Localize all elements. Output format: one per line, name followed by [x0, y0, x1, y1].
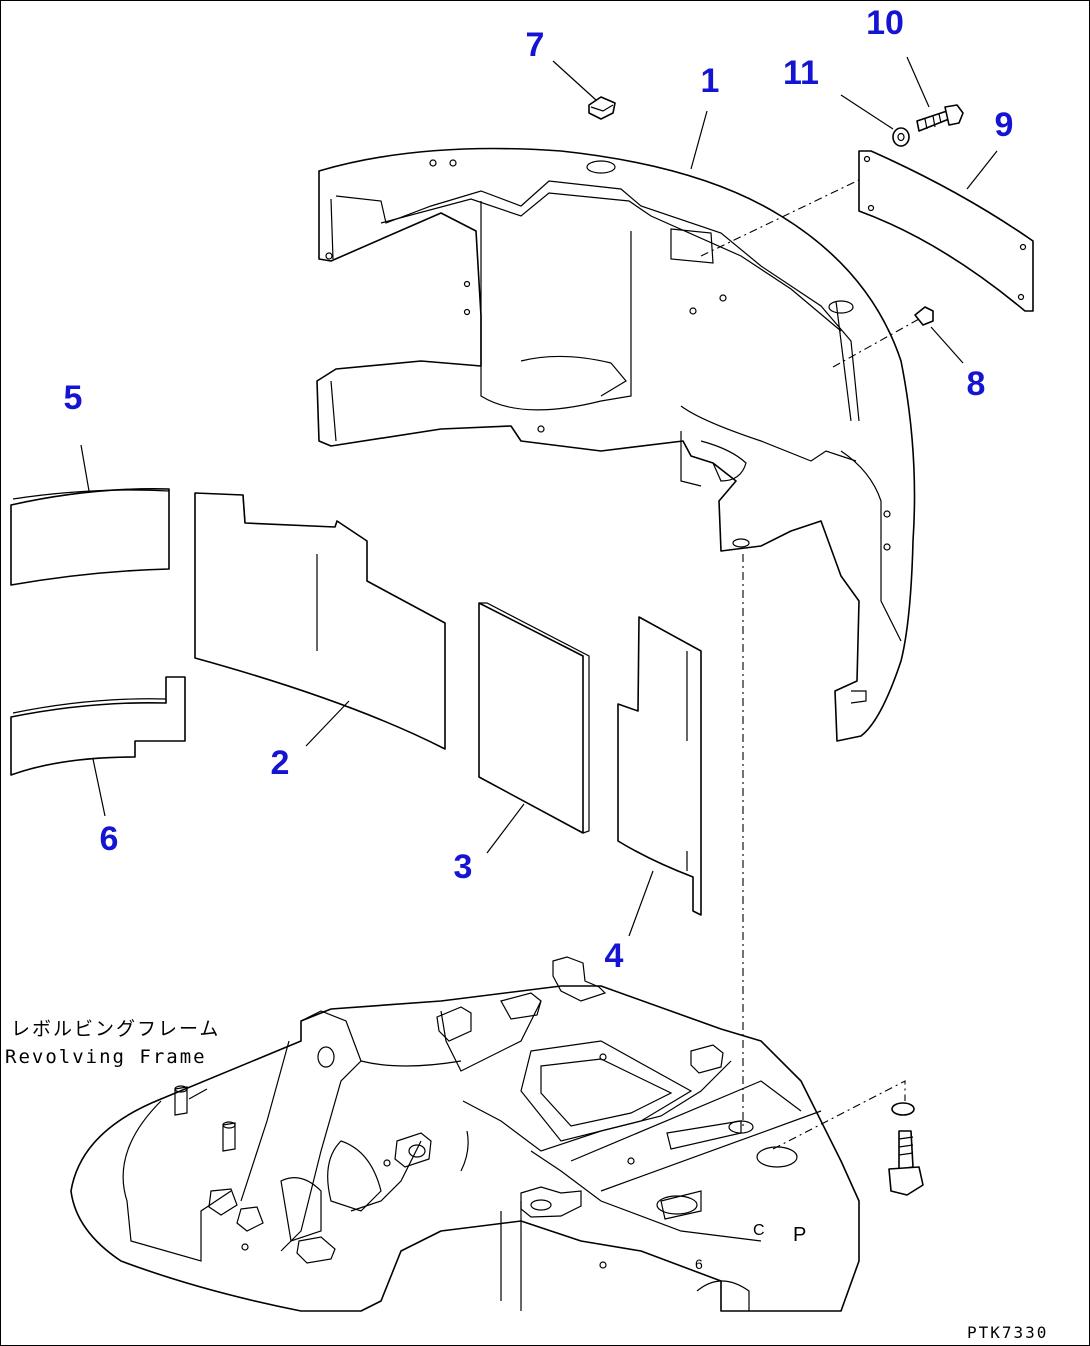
callout-9: 9: [994, 106, 1014, 144]
callout-7: 7: [525, 26, 545, 64]
part-5-panel: [10, 488, 170, 586]
frame-label-english: Revolving Frame: [5, 1046, 207, 1068]
svg-text:6: 6: [695, 1256, 703, 1272]
callout-2: 2: [270, 744, 290, 782]
callout-3: 3: [453, 848, 473, 886]
part-9-plate: [858, 150, 1034, 312]
callout-1: 1: [700, 62, 720, 100]
callout-11: 11: [783, 54, 819, 92]
svg-text:P: P: [793, 1224, 806, 1246]
frame-mount-bolt: [888, 1102, 924, 1196]
part-4-panel: [617, 616, 702, 916]
part-11-washer: [892, 127, 910, 147]
revolving-frame: P C 6: [70, 956, 860, 1312]
leader-lines: [80, 56, 998, 1100]
callout-6: 6: [99, 820, 119, 858]
frame-label-japanese: レボルビングフレーム: [11, 1018, 221, 1040]
part-2-panel: [194, 492, 446, 750]
callout-10: 10: [866, 4, 904, 42]
drawing-code: PTK7330: [967, 1323, 1049, 1342]
part-3-plate: [478, 602, 590, 834]
callout-5: 5: [63, 379, 83, 417]
callout-8: 8: [966, 365, 986, 403]
callout-4: 4: [604, 937, 624, 975]
part-1-cover-frame: [316, 147, 916, 742]
part-7-nut: [588, 96, 616, 120]
part-10-bolt: [916, 104, 964, 132]
part-8-bolt: [914, 306, 934, 326]
svg-text:C: C: [753, 1222, 765, 1239]
part-6-panel: [10, 676, 186, 776]
alignment-lines: [700, 178, 920, 1150]
